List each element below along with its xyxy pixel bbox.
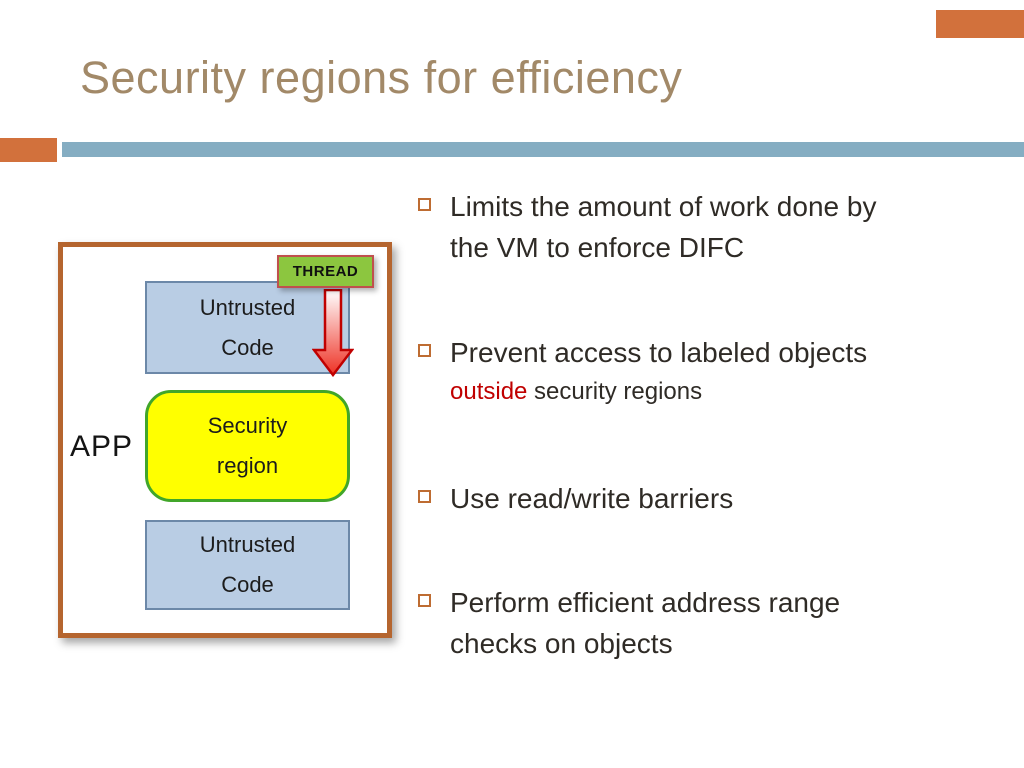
bullet-2-line2: outside security regions xyxy=(450,373,867,411)
bullet-item-3: Use read/write barriers xyxy=(418,478,1010,519)
untrusted-code-box-bottom: Untrusted Code xyxy=(145,520,350,610)
bullet-1-line1: Limits the amount of work done by xyxy=(450,191,877,222)
accent-bar-top-right xyxy=(936,10,1024,38)
untrusted-code-box-top: Untrusted Code xyxy=(145,281,350,374)
bullet-text-1: Limits the amount of work done by the VM… xyxy=(450,186,876,268)
thread-label: THREAD xyxy=(292,263,359,280)
accent-bar-left xyxy=(0,138,57,162)
thread-label-box: THREAD xyxy=(277,255,374,288)
bullet-text-2: Prevent access to labeled objects outsid… xyxy=(450,332,867,411)
bullet-3-line1: Use read/write barriers xyxy=(450,483,734,514)
bullet-square-icon xyxy=(418,344,431,357)
bullet-4-line1: Perform efficient address range xyxy=(450,587,841,618)
page-title: Security regions for efficiency xyxy=(80,52,683,103)
bullet-square-icon xyxy=(418,198,431,211)
bullet-text-3: Use read/write barriers xyxy=(450,478,733,519)
bullet-2-line2-rest: security regions xyxy=(527,378,703,405)
bullet-1-line2: the VM to enforce DIFC xyxy=(450,232,745,263)
untrusted-top-line2: Code xyxy=(221,334,274,360)
down-arrow-icon xyxy=(312,289,354,377)
bullet-square-icon xyxy=(418,594,431,607)
bullet-square-icon xyxy=(418,490,431,503)
untrusted-top-line1: Untrusted xyxy=(199,294,296,320)
bullet-2-highlight: outside xyxy=(450,378,528,405)
bullet-item-4: Perform efficient address range checks o… xyxy=(418,582,1010,664)
security-region-box: Security region xyxy=(145,390,350,502)
app-label: APP xyxy=(70,430,134,463)
bullet-item-1: Limits the amount of work done by the VM… xyxy=(418,186,1010,268)
untrusted-bottom-line1: Untrusted xyxy=(199,532,296,557)
bullet-text-4: Perform efficient address range checks o… xyxy=(450,582,840,664)
title-underline-bar xyxy=(62,142,1024,157)
bullet-2-line1: Prevent access to labeled objects xyxy=(450,337,868,368)
security-region-line1: Security xyxy=(207,413,288,438)
bullet-4-line2: checks on objects xyxy=(450,628,673,659)
security-region-line2: region xyxy=(216,453,279,478)
bullet-item-2: Prevent access to labeled objects outsid… xyxy=(418,332,1010,411)
untrusted-bottom-line2: Code xyxy=(221,572,274,597)
